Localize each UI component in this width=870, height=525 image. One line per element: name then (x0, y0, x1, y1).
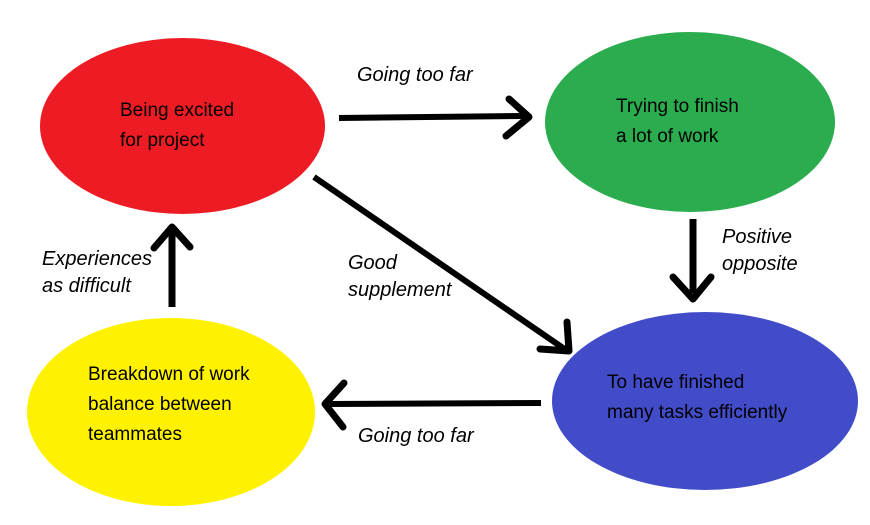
edge-label-experiences-as-difficult: Experiences as difficult (42, 248, 153, 297)
node-trying-to-finish (545, 32, 835, 212)
edge-label-going-too-far-top: Going too far (357, 64, 473, 86)
arrow-breakdown-to-excited (150, 223, 194, 307)
edge-label-positive-opposite: Positive opposite (722, 226, 798, 275)
edge-label-good-supplement: Good supplement (348, 252, 452, 301)
node-breakdown-work-balance (27, 318, 315, 506)
arrow-trying-to-finished (669, 219, 715, 303)
arrow-excited-to-trying (338, 95, 533, 140)
node-being-excited (40, 38, 325, 214)
edge-label-going-too-far-bottom: Going too far (358, 425, 474, 447)
node-label-trying-to-finish: Trying to finish a lot of work (616, 96, 739, 147)
node-label-being-excited: Being excited for project (120, 100, 235, 151)
node-label-finished-tasks: To have finished many tasks efficiently (607, 372, 788, 423)
node-label-breakdown: Breakdown of work balance between teamma… (88, 364, 250, 445)
node-finished-tasks (552, 312, 858, 490)
arrow-finished-to-breakdown (321, 379, 542, 431)
